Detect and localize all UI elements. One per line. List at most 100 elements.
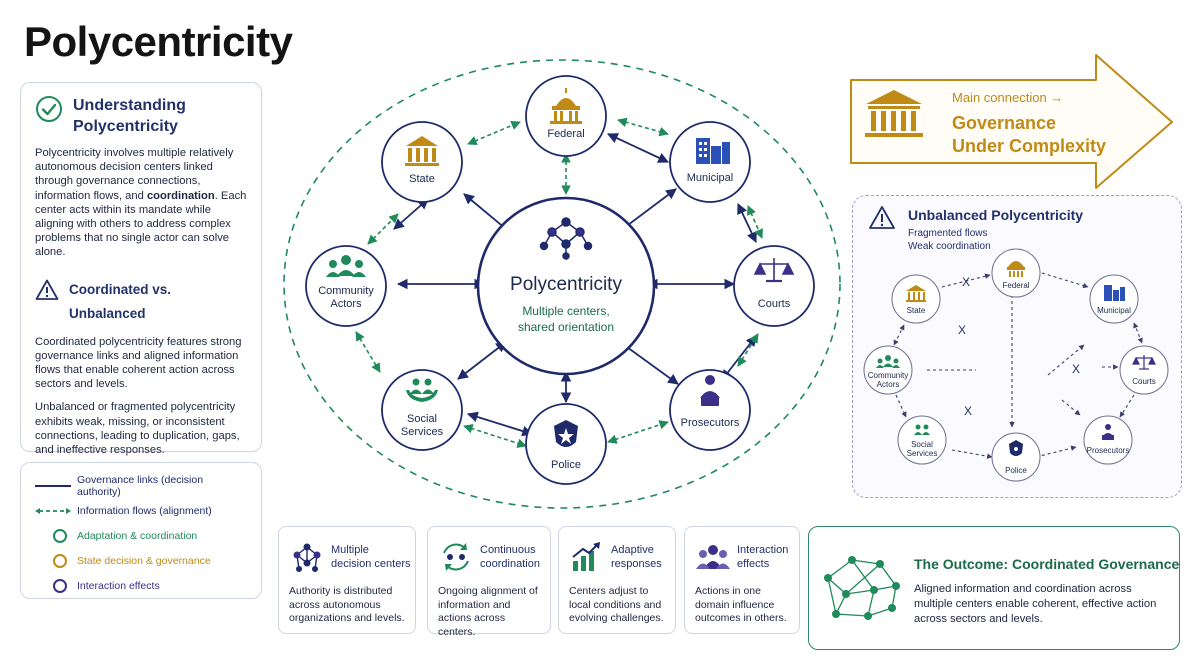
outcome-card	[808, 526, 1180, 650]
unbal-label-community-2: Actors	[877, 380, 900, 389]
legend-item-governance: Governance links (decision authority)	[33, 473, 249, 498]
legend-label: Adaptation & coordination	[77, 529, 198, 542]
fragmented-flows	[893, 272, 1143, 459]
check-circle-icon	[36, 96, 62, 122]
feature-card-continuous-coordination: Continuous coordination Ongoing alignmen…	[427, 526, 551, 638]
mesh-network-icon	[824, 556, 900, 620]
feature-desc: Centers adjust to local conditions and e…	[569, 585, 664, 624]
capitol-icon	[550, 88, 582, 124]
dashed-arrow-icon	[35, 507, 71, 514]
legend: Governance links (decision authority) In…	[20, 462, 262, 599]
feature-desc: Actions in one domain influence outcomes…	[695, 585, 787, 624]
warning-icon	[35, 279, 59, 300]
polycentricity-diagram: Polycentricity Multiple centers, shared …	[283, 59, 841, 509]
unbal-node-municipal: Municipal	[1089, 274, 1139, 324]
broken-link-mark: X	[1072, 362, 1080, 376]
node-courts: Courts	[733, 245, 815, 327]
node-label-municipal: Municipal	[687, 172, 733, 184]
node-municipal: Municipal	[669, 121, 751, 203]
unbal-label-police: Police	[1005, 466, 1027, 475]
node-label-social-2: Services	[401, 426, 444, 438]
legend-item-adaptation: Adaptation & coordination	[33, 523, 249, 548]
understanding-header: Understanding Polycentricity	[35, 95, 247, 137]
unbal-label-community-1: Community	[868, 371, 908, 380]
node-label-state: State	[409, 173, 435, 185]
capitol-icon	[1007, 261, 1025, 277]
understanding-text: Polycentricity involves multiple relativ…	[35, 147, 247, 259]
police-badge-icon	[554, 420, 578, 447]
unbal-label-social-2: Services	[907, 449, 938, 458]
unbal-node-police: Police	[991, 432, 1041, 482]
group-icon	[696, 545, 730, 569]
coordinated-heading: Coordinated vs. Unbalanced	[69, 281, 172, 321]
feature-desc: Authority is distributed across autonomo…	[289, 585, 405, 624]
node-label-community-2: Actors	[330, 298, 362, 310]
feature-card-multiple-centers: Multiple decision centers Authority is d…	[278, 526, 416, 634]
growth-chart-icon	[572, 542, 600, 571]
unbal-node-social: Social Services	[897, 415, 947, 465]
solid-line-icon	[35, 484, 71, 487]
node-label-police: Police	[551, 459, 581, 471]
feature-title: Adaptive responses	[611, 544, 662, 570]
unbalanced-text: Unbalanced or fragmented polycentricity …	[35, 401, 240, 457]
node-label-community-1: Community	[318, 285, 374, 297]
center-title: Polycentricity	[510, 274, 622, 295]
center-subtitle-2: shared orientation	[518, 320, 614, 334]
node-social-services: Social Services	[381, 369, 463, 451]
podium-speaker-icon	[700, 375, 720, 406]
main-connection-label: Main connection →	[952, 90, 1064, 105]
outcome-title: The Outcome: Coordinated Governance	[914, 556, 1180, 572]
community-people-icon	[326, 255, 366, 277]
legend-label: Information flows (alignment)	[77, 504, 212, 517]
police-badge-icon	[1009, 440, 1023, 456]
governance-under-complexity: Governance Under Complexity	[952, 113, 1107, 156]
feature-title: Interaction effects	[737, 544, 789, 570]
coordinated-header: Coordinated vs. Unbalanced	[35, 278, 247, 326]
feature-card-interaction-effects: Interaction effects Actions in one domai…	[684, 526, 800, 634]
outcome-text: Aligned information and coordination acr…	[914, 583, 1157, 625]
page-title: Polycentricity	[24, 18, 293, 65]
outer-boundary	[283, 59, 841, 509]
broken-link-mark: X	[962, 275, 970, 289]
legend-item-interaction: Interaction effects	[33, 573, 249, 598]
gold-circle-icon	[53, 553, 67, 568]
unbal-label-state: State	[907, 306, 926, 315]
city-buildings-icon	[696, 138, 730, 164]
scales-icon	[1132, 355, 1156, 370]
understanding-heading: Understanding Polycentricity	[73, 97, 186, 135]
green-circle-icon	[53, 528, 67, 543]
unbal-node-federal: Federal	[991, 248, 1041, 298]
care-hands-icon	[914, 424, 930, 435]
information-flows	[355, 117, 763, 448]
feature-title: Continuous coordination	[480, 544, 540, 570]
node-label-social-1: Social	[407, 413, 437, 425]
node-prosecutors: Prosecutors	[669, 369, 751, 451]
node-label-prosecutors: Prosecutors	[681, 417, 740, 429]
cycle-people-icon	[443, 543, 469, 571]
unbal-label-courts: Courts	[1132, 377, 1156, 386]
government-building-icon	[405, 136, 439, 166]
warning-icon	[869, 206, 895, 229]
scales-icon	[753, 258, 795, 283]
legend-label: State decision & governance	[77, 554, 211, 567]
network-icon	[293, 543, 321, 572]
legend-item-information: Information flows (alignment)	[33, 498, 249, 523]
broken-link-mark: X	[958, 323, 966, 337]
feature-desc: Ongoing alignment of information and act…	[438, 585, 538, 638]
unbal-node-community: Community Actors	[863, 345, 913, 395]
unbal-label-municipal: Municipal	[1097, 306, 1131, 315]
unbal-node-state: State	[891, 274, 941, 324]
purple-circle-icon	[53, 578, 67, 593]
city-buildings-icon	[1104, 285, 1125, 301]
unbal-node-prosecutors: Prosecutors	[1083, 415, 1133, 465]
unbalanced-title: Unbalanced Polycentricity	[908, 207, 1084, 223]
center-subtitle-1: Multiple centers,	[522, 304, 609, 318]
unbal-label-prosecutors: Prosecutors	[1087, 446, 1130, 455]
broken-link-mark: X	[964, 404, 972, 418]
coordinated-text: Coordinated polycentricity features stro…	[35, 335, 242, 391]
care-hands-icon	[406, 378, 438, 402]
feature-title: Multiple decision centers	[331, 544, 411, 570]
unbal-label-social-1: Social	[911, 440, 933, 449]
understanding-panel: Understanding Polycentricity Polycentric…	[20, 82, 262, 456]
legend-label: Governance links (decision authority)	[77, 473, 204, 498]
